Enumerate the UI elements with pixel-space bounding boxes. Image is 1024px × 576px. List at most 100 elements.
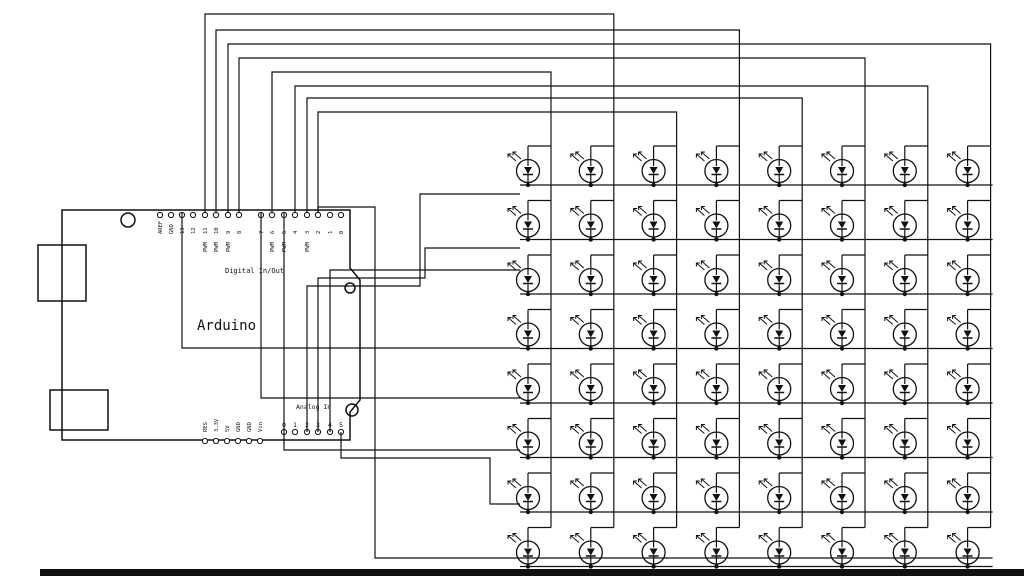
led-light-arrows (570, 260, 585, 271)
led-light-arrows (884, 151, 899, 162)
led-triangle (838, 494, 846, 501)
led-light-arrows (507, 315, 522, 325)
led-light-arrows (947, 424, 961, 434)
led-light-arrows (695, 424, 710, 434)
power-pin-label: GND (247, 422, 253, 432)
led-light-arrows (633, 533, 647, 543)
led-r5-c5 (758, 369, 792, 402)
pin-label-9: 9 (226, 231, 232, 234)
column-wire-2 (215, 29, 740, 213)
led-light-arrows (695, 315, 710, 325)
led-r7-c2 (570, 478, 603, 511)
led-light-arrows (758, 424, 773, 434)
led-r3-c1 (507, 260, 541, 293)
led-triangle (524, 276, 532, 283)
led-r5-c7 (884, 369, 917, 402)
led-r1-c7 (884, 151, 917, 184)
row-wire-5 (260, 213, 520, 399)
led-triangle (775, 439, 784, 447)
led-triangle (712, 330, 721, 338)
pin-hole (234, 437, 242, 445)
bottom-rule (40, 569, 1024, 576)
led-light-arrows (947, 260, 961, 271)
pwm-label: PWM (270, 241, 276, 252)
led-light-arrows (884, 206, 899, 216)
led-light-arrows (758, 533, 773, 543)
led-triangle (838, 221, 846, 229)
led-light-arrows (695, 151, 710, 162)
led-triangle (775, 494, 784, 501)
led-r8-c2 (570, 533, 603, 565)
led-light-arrows (758, 206, 773, 216)
usb-connector (37, 244, 87, 302)
led-triangle (775, 167, 784, 174)
row-wire-8 (317, 206, 993, 559)
led-triangle (775, 330, 784, 338)
led-r7-c5 (758, 478, 792, 511)
led-triangle (524, 439, 532, 447)
led-triangle (586, 439, 595, 447)
led-triangle (838, 167, 846, 174)
led-r1-c2 (570, 151, 603, 184)
led-triangle (586, 385, 595, 392)
board-name: Arduino (197, 318, 256, 334)
pin-label-6: 6 (270, 231, 276, 234)
led-triangle (900, 276, 909, 283)
pin-hole (291, 428, 299, 436)
led-light-arrows (884, 424, 899, 434)
led-triangle (963, 167, 972, 174)
pin-hole (212, 211, 220, 219)
mounting-hole (120, 212, 136, 228)
analog-pin-label: 5 (339, 421, 343, 429)
led-triangle (712, 221, 721, 229)
led-light-arrows (570, 315, 585, 325)
led-light-arrows (947, 206, 961, 216)
analog-pin-label: 1 (293, 421, 297, 429)
pin-label-7: 7 (259, 231, 265, 234)
pin-label-10: 10 (214, 227, 220, 234)
led-light-arrows (695, 206, 710, 216)
led-r2-c4 (695, 206, 729, 238)
led-r4-c3 (633, 315, 666, 347)
led-triangle (524, 548, 532, 556)
led-light-arrows (884, 478, 899, 489)
led-light-arrows (507, 478, 522, 489)
led-r7-c4 (695, 478, 729, 511)
mounting-hole (344, 282, 356, 294)
led-triangle (900, 494, 909, 501)
led-triangle (963, 330, 972, 338)
led-r6-c8 (947, 424, 980, 456)
led-r2-c2 (570, 206, 603, 238)
led-r3-c6 (821, 260, 855, 293)
led-r2-c8 (947, 206, 980, 238)
pin-hole (235, 211, 243, 219)
led-light-arrows (884, 369, 899, 380)
led-light-arrows (633, 206, 647, 216)
pin-hole (337, 211, 345, 219)
led-triangle (900, 167, 909, 174)
led-light-arrows (695, 533, 710, 543)
led-r5-c4 (695, 369, 729, 402)
led-r3-c5 (758, 260, 792, 293)
board-outline (61, 209, 361, 441)
led-light-arrows (570, 206, 585, 216)
led-light-arrows (507, 206, 522, 216)
pin-label-2: 2 (316, 231, 322, 234)
led-r1-c8 (947, 151, 980, 184)
led-triangle (963, 276, 972, 283)
led-r2-c5 (758, 206, 792, 238)
led-r8-c3 (633, 533, 666, 565)
mounting-hole (345, 403, 359, 417)
led-triangle (712, 439, 721, 447)
row-wire-1 (306, 193, 520, 432)
led-light-arrows (821, 315, 836, 325)
led-triangle (900, 330, 909, 338)
wiring (181, 13, 993, 559)
led-triangle (524, 385, 532, 392)
led-triangle (524, 330, 532, 338)
led-triangle (963, 385, 972, 392)
pin-hole (268, 211, 276, 219)
led-r5-c3 (633, 369, 666, 402)
led-light-arrows (947, 369, 961, 380)
led-light-arrows (695, 478, 710, 489)
